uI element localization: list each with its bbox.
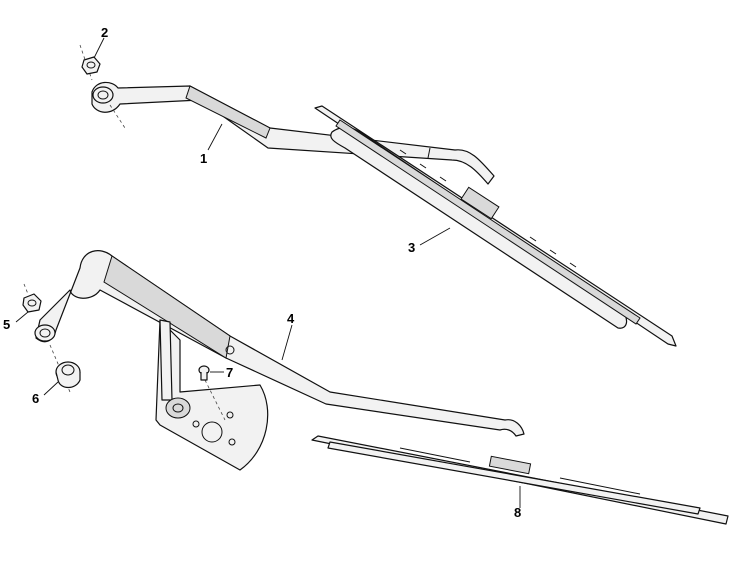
callout-6: 6 [32, 391, 40, 406]
screw [198, 365, 210, 381]
cap [55, 361, 81, 389]
callout-5: 5 [3, 317, 11, 332]
wiper-blade-lower [311, 435, 729, 525]
callout-8: 8 [514, 505, 522, 520]
callout-4: 4 [287, 311, 295, 326]
wiper-arm-upper [79, 44, 495, 185]
callout-2: 2 [101, 25, 109, 40]
nut-lower [22, 283, 42, 313]
wiper-blade-upper [314, 105, 677, 347]
mounting-bracket [155, 319, 269, 471]
nut-upper [81, 56, 101, 75]
leader-lines [15, 37, 521, 508]
wiper-arm-lower [34, 250, 525, 437]
callout-3: 3 [408, 240, 416, 255]
callout-1: 1 [200, 151, 208, 166]
callout-7: 7 [226, 365, 234, 380]
